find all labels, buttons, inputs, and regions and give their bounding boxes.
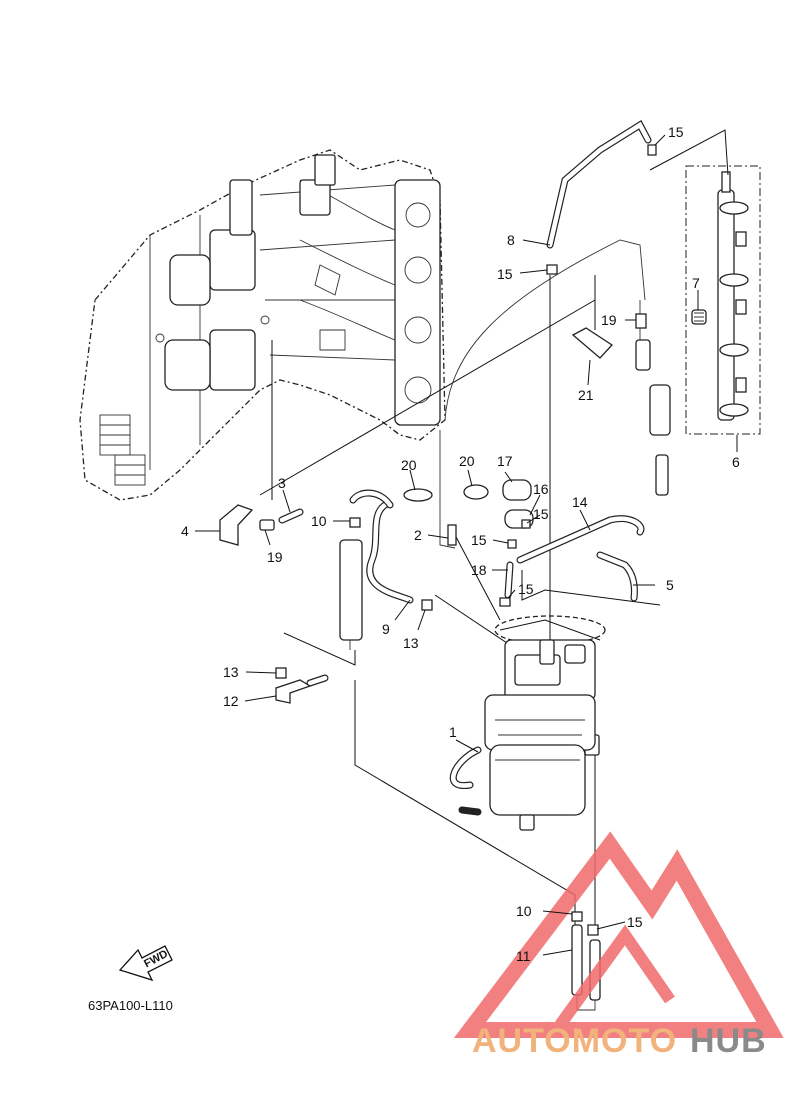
intake-manifold-assembly [79,149,446,501]
callout-15a: 15 [668,124,684,140]
callout-10b: 10 [516,903,532,919]
callout-18: 18 [471,562,487,578]
callout-16: 16 [533,481,549,497]
callout-19b: 19 [267,549,283,565]
clip-part-21 [571,327,613,359]
clamp-part-20b [463,484,489,500]
clip-13b [421,599,433,611]
callout-labels: 1 2 3 4 5 6 7 8 9 10 10 11 12 13 13 14 1… [181,124,740,964]
callout-13a: 13 [223,664,239,680]
diagram-code: 63PA100-L110 [88,998,173,1013]
fuel-filter [649,384,671,436]
callout-15c: 15 [471,532,487,548]
callout-15f: 15 [627,914,643,930]
bolt-part-19b [635,313,647,329]
callout-3: 3 [278,475,286,491]
clip-10a [349,517,361,528]
clip-10b [571,911,583,922]
fwd-arrow-icon: FWD [118,945,173,982]
bolt-part-19a [259,519,275,531]
small-parts [219,144,671,1011]
callout-leaders [195,134,738,956]
callout-15e: 15 [518,581,534,597]
elbow-part-4 [219,504,254,546]
clip-15e [499,597,511,607]
cap-part-17 [502,479,532,501]
callout-20a: 20 [401,457,417,473]
separator-part [339,539,363,641]
callout-8: 8 [507,232,515,248]
fuel-rail-assembly [685,165,761,435]
hose-part-11a [571,924,583,996]
clip-15c [521,519,531,529]
clip-13a [275,667,287,679]
clip-15f [587,924,599,936]
watermark-word-b: HUB [690,1022,767,1060]
callout-20b: 20 [459,453,475,469]
callout-14: 14 [572,494,588,510]
clip-15d [507,539,517,549]
callout-17: 17 [497,453,513,469]
fuel-hoses [278,120,652,816]
callout-12: 12 [223,693,239,709]
callout-11: 11 [516,948,531,964]
watermark-word-a: AUTOMOTO [472,1022,677,1060]
clip-15b [546,264,558,275]
callout-13b: 13 [403,635,419,651]
callout-21: 21 [578,387,594,403]
callout-15b: 15 [497,266,513,282]
callout-19a: 19 [601,312,617,328]
callout-1: 1 [449,724,457,740]
clip-15a [647,144,657,156]
callout-4: 4 [181,523,189,539]
elbow-part-12 [275,679,312,704]
callout-6: 6 [732,454,740,470]
vapor-separator-tank [484,615,606,831]
clamp-part-20a [403,488,433,502]
watermark-logo [453,831,784,1038]
hose-part-2 [447,524,457,546]
callout-9: 9 [382,621,390,637]
callout-7: 7 [692,275,700,291]
callout-10a: 10 [311,513,327,529]
callout-2: 2 [414,527,422,543]
callout-5: 5 [666,577,674,593]
callout-15d: 15 [533,506,549,522]
